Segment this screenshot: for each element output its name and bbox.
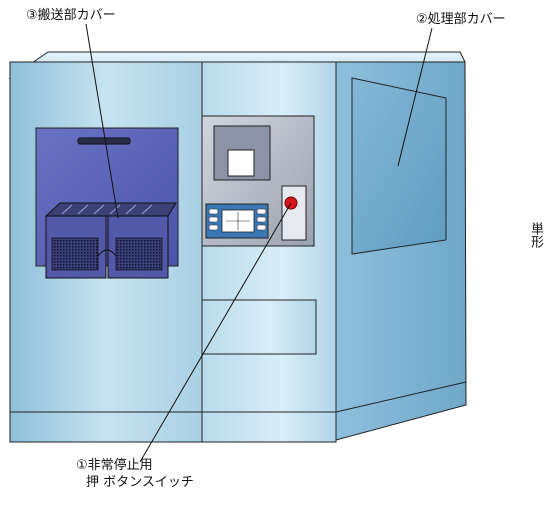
processing-cover-window <box>351 77 447 255</box>
lower-front-panel <box>201 299 317 355</box>
emergency-stop-label-line2: 押 ボタンスイッチ <box>86 475 194 490</box>
processing-cover-label: ②処理部カバー <box>416 12 506 27</box>
display-screen <box>227 149 255 177</box>
emergency-stop-label-line1: ①非常停止用 <box>76 458 153 473</box>
side-text: 単形 <box>528 222 543 248</box>
leader-emergency <box>139 202 292 463</box>
transport-cover-label: ③搬送部カバー <box>26 8 116 23</box>
basket-mesh-left <box>51 237 99 271</box>
basket-mesh-right <box>115 237 163 271</box>
stop-button-housing <box>281 185 307 241</box>
leader-transport <box>85 23 119 219</box>
window-handle <box>77 137 131 145</box>
basket-top <box>44 202 177 217</box>
leader-processing <box>397 27 433 167</box>
